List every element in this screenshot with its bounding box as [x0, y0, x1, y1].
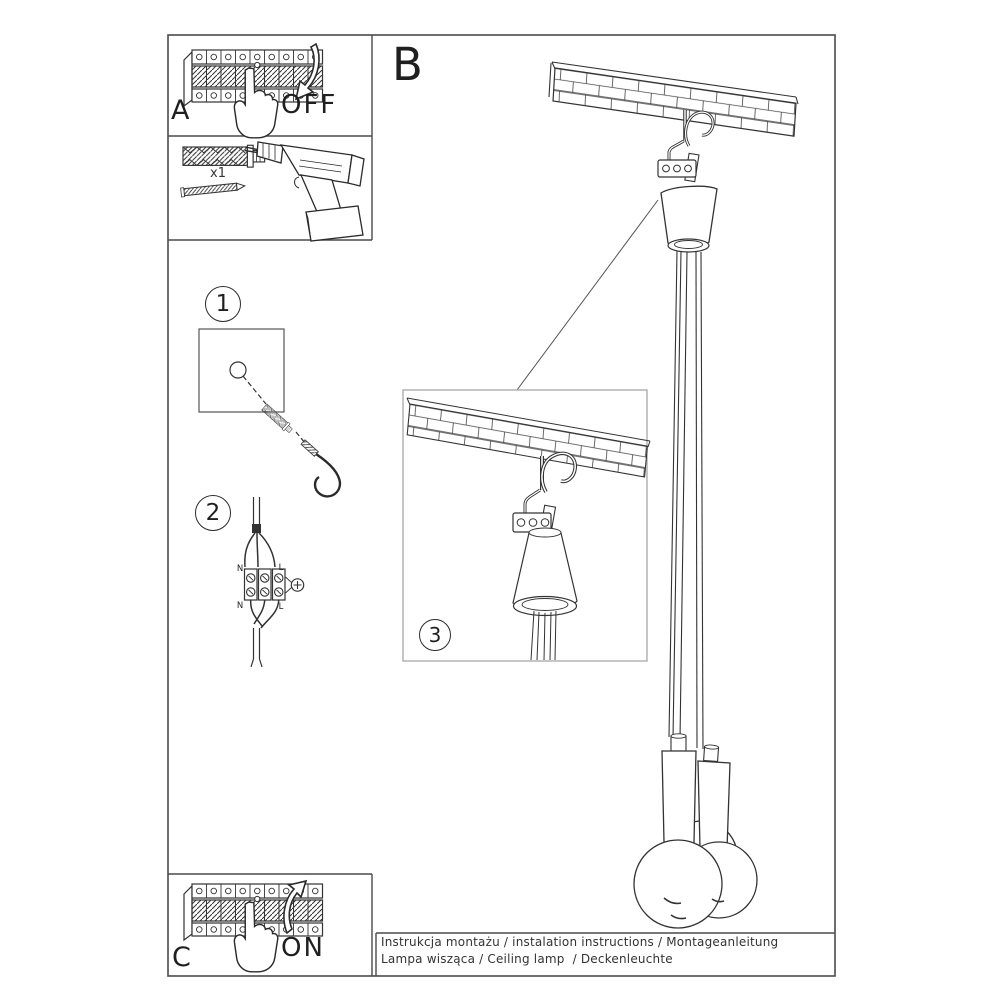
step2-wiring-drawing: [243, 497, 305, 668]
step-3-badge: 3: [419, 619, 451, 651]
on-label: ON: [281, 933, 325, 963]
leader-line: [516, 199, 659, 391]
step1-drawing: [198, 328, 342, 498]
ceiling-hole-icon: [229, 361, 247, 379]
panel-c-label: C: [172, 942, 191, 973]
terminal-n-top-label: N: [237, 564, 243, 574]
footer-line-2: Lampa wisząca / Ceiling lamp / Deckenleu…: [381, 952, 673, 966]
plank-drawing-main: [548, 61, 799, 137]
on-arrow-icon: [283, 879, 308, 935]
pendant-cables: [668, 250, 704, 750]
canopy-inset: [512, 527, 578, 661]
step-2-badge: 2: [195, 495, 231, 531]
tools-panel-drawing: [180, 141, 365, 242]
inset-box: [402, 389, 651, 662]
screw-icon: [180, 182, 246, 198]
footer-line-1: Instrukcja montażu / instalation instruc…: [381, 935, 779, 949]
page-border: [167, 34, 836, 977]
bulb-drawing: [633, 733, 758, 929]
terminal-block-drawing: [243, 568, 286, 601]
plank-drawing-inset: [406, 397, 651, 478]
step-1-badge: 1: [205, 286, 241, 322]
breaker-panel-a-drawing: [183, 42, 324, 139]
ground-symbol-icon: [285, 576, 305, 594]
drill-icon: [244, 141, 365, 242]
off-label: OFF: [281, 90, 338, 120]
breaker-panel-c-drawing: [183, 879, 324, 973]
terminal-l-top-label: L: [279, 563, 284, 573]
ceiling-hook-icon: [313, 453, 342, 498]
panel-b-label: B: [392, 38, 423, 91]
panel-a-label: A: [171, 95, 190, 126]
hook-assembly-main: [657, 110, 715, 183]
off-arrow-icon: [294, 42, 320, 101]
terminal-l-bottom-label: L: [279, 602, 284, 612]
canopy-main: [660, 185, 718, 253]
dowel-qty-label: x1: [210, 166, 226, 181]
terminal-n-bottom-label: N: [237, 601, 243, 611]
main-assembly-drawing: [548, 61, 799, 929]
